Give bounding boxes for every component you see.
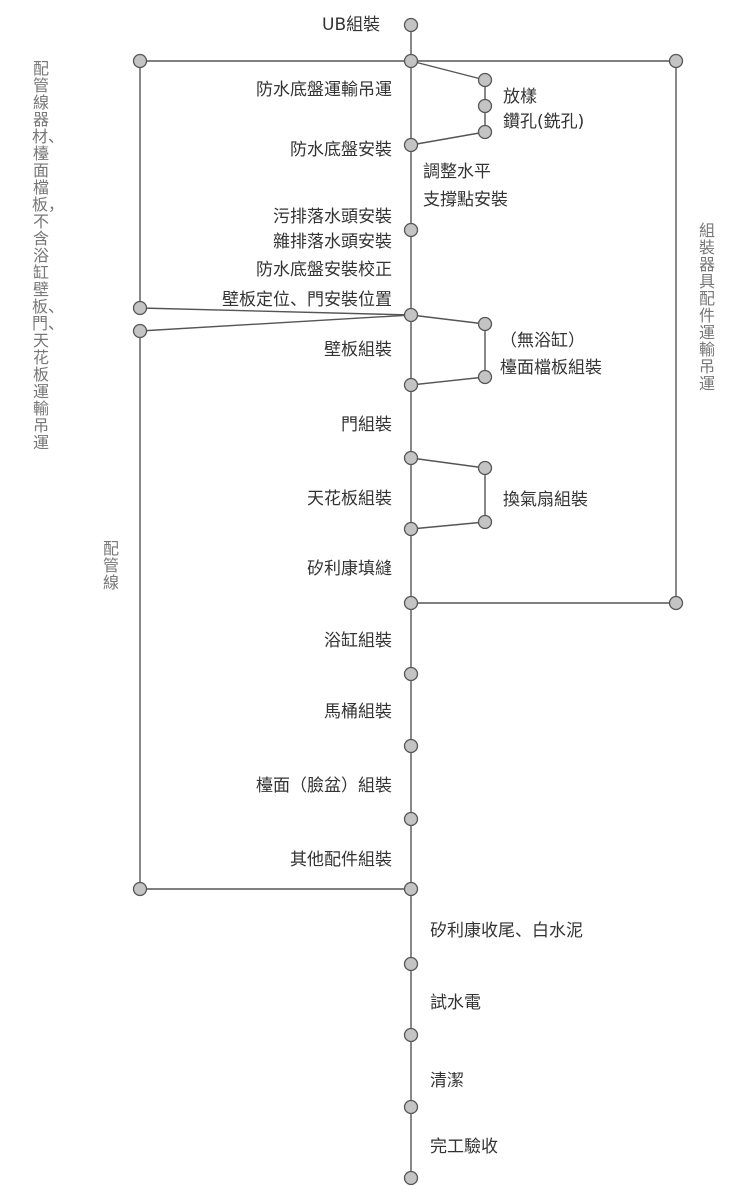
step-toilet-assembly: 馬桶組裝 [324,702,392,722]
branch-node-0 [477,72,493,88]
branch-node-4 [477,369,493,385]
step-misc-drain-install: 雜排落水頭安裝 [273,232,392,252]
step-support-install: 支撐點安裝 [423,190,508,210]
step-drain-install: 污排落水頭安裝 [273,207,392,227]
step-drilling: 鑽孔(銑孔) [503,112,585,132]
frame-node-2 [132,300,148,316]
frame-node-5 [132,881,148,897]
step-silicone-sealing: 矽利康填縫 [307,559,392,579]
step-pan-transport: 防水底盤運輸吊運 [256,80,392,100]
spine-node-1 [403,53,419,69]
branch-node-6 [477,514,493,530]
branch-node-5 [477,460,493,476]
step-other-fittings-assembly: 其他配件組裝 [290,850,392,870]
step-panel-positioning: 壁板定位、門安裝位置 [222,290,392,310]
step-pan-calibration: 防水底盤安裝校正 [256,260,392,280]
spine-node-4 [403,307,419,323]
process-nodes [132,17,684,1186]
step-cleaning: 清潔 [430,1071,464,1091]
branch3-top-line [410,457,486,469]
spine-node-7 [403,521,419,537]
side-label-fittings-transport: 組裝器具配件運輸吊運 [698,221,715,393]
branch2-top-line [410,314,486,325]
step-bathtub-assembly: 浴缸組裝 [324,631,392,651]
step-completion-inspection: 完工驗收 [430,1137,498,1157]
spine-node-2 [403,137,419,153]
step-counter-basin-assembly: 檯面（臉盆）組裝 [256,776,392,796]
spine-node-6 [403,450,419,466]
step-leveling: 調整水平 [423,162,491,182]
left-inner-connector-line [139,314,412,332]
branch1-top-line [410,60,486,81]
frame-node-4 [668,595,684,611]
spine-node-10 [403,738,419,754]
branch-node-2 [477,124,493,140]
step-door-assembly: 門組裝 [341,415,392,435]
branch-node-3 [477,316,493,332]
side-label-materials-transport: 配管線器材、檯面檔板，不含浴缸壁板、門、天花板運輸吊運 [32,59,65,452]
frame-node-3 [132,323,148,339]
connector-lines [139,25,677,1178]
spine-node-11 [403,811,419,827]
side-label-piping: 配管線 [102,539,119,592]
step-ventilation-fan-assembly: 換氣扇組裝 [503,490,588,510]
step-counter-panel-assembly: 檯面檔板組裝 [500,358,602,378]
step-ceiling-assembly: 天花板組裝 [307,489,392,509]
step-ub-assembly: UB組裝 [322,15,381,35]
step-pan-install: 防水底盤安裝 [290,140,392,160]
spine-node-0 [403,17,419,33]
branch1-bottom-line [410,131,486,146]
spine-node-12 [403,881,419,897]
frame-node-1 [668,53,684,69]
branch2-bottom-line [410,376,486,386]
spine-node-8 [403,595,419,611]
spine-node-5 [403,377,419,393]
left-outer-connector-line [139,307,412,316]
branch3-bottom-line [410,521,486,530]
step-silicone-finish: 矽利康收尾、白水泥 [430,921,583,941]
step-layout-marking: 放樣 [503,87,537,107]
step-water-power-test: 試水電 [430,993,481,1013]
branch-node-1 [477,98,493,114]
spine-node-13 [403,956,419,972]
spine-node-16 [403,1170,419,1186]
step-wall-panel-assembly: 壁板組裝 [324,340,392,360]
spine-node-3 [403,222,419,238]
step-no-bathtub-note: （無浴缸） [500,331,585,351]
frame-node-0 [132,53,148,69]
spine-node-15 [403,1099,419,1115]
spine-node-14 [403,1027,419,1043]
spine-node-9 [403,666,419,682]
